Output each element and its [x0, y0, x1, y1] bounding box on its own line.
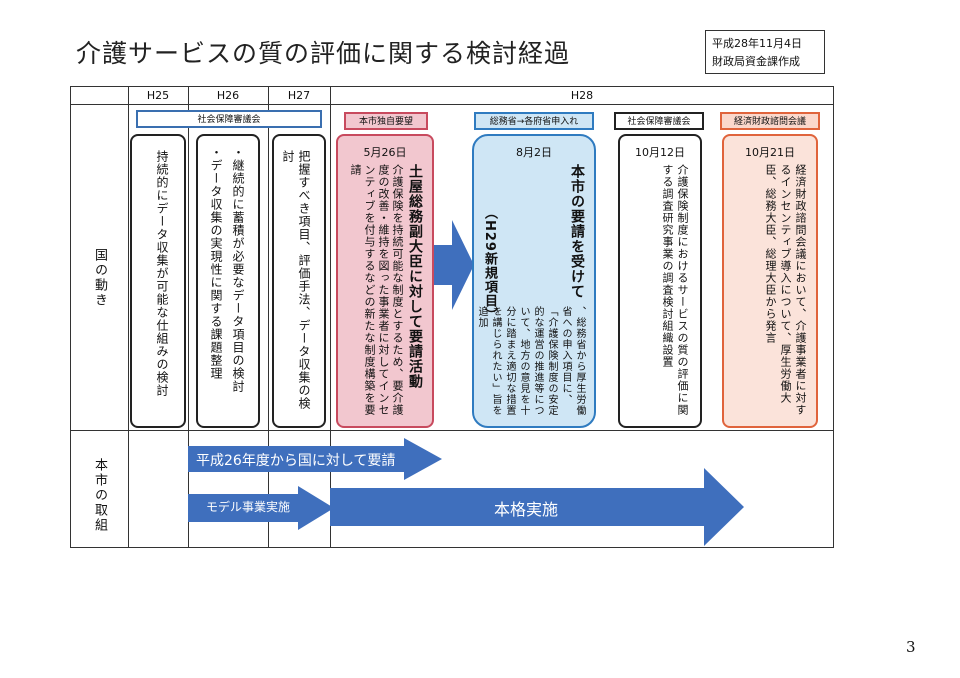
row-divider	[70, 430, 834, 431]
arrow-request-shape	[188, 438, 442, 480]
arrow-full-shape	[330, 468, 744, 546]
card-h26-item-1: ・継続的に蓄積が必要なデータ項目の検討	[231, 146, 245, 393]
label-shakai-hoshou-1: 社会保障審議会	[136, 110, 322, 128]
card-shakai-body: 介護保険制度におけるサービスの質の評価に関する調査研究事業の調査検討組織設置	[661, 164, 689, 416]
card-h27: 把握すべき項目、評価手法、データ収集の検討	[272, 134, 326, 428]
col-header-h28: H28	[570, 89, 594, 102]
timeline-table	[70, 86, 834, 548]
card-h26: ・継続的に蓄積が必要なデータ項目の検討 ・データ収集の実現性に関する課題整理	[196, 134, 260, 428]
arrow-full-label: 本格実施	[494, 500, 559, 519]
label-honshi-yobo: 本市独自要望	[344, 112, 428, 130]
card-keizai-date: 10月21日	[745, 146, 795, 159]
card-keizai: 10月21日 経済財政諮問会議において、介護事業者に対するインセンティブ導入につ…	[722, 134, 818, 428]
card-shakai-hoshou: 10月12日 介護保険制度におけるサービスの質の評価に関する調査研究事業の調査検…	[618, 134, 702, 428]
col-divider-h26	[268, 86, 269, 548]
header-divider	[70, 104, 834, 105]
author-line: 財政局資金課作成	[712, 55, 800, 68]
label-keizai: 経済財政諮問会議	[720, 112, 820, 130]
row-label-national: 国の動き	[92, 248, 107, 308]
card-somu-heading: 本市の要請を受けて	[569, 164, 585, 299]
row-label-city: 本市の取組	[92, 458, 107, 533]
col-divider-label	[128, 86, 129, 548]
transition-arrow-icon	[434, 220, 474, 310]
card-somu-new-item: （H29新規項目）	[482, 206, 497, 322]
page-title: 介護サービスの質の評価に関する検討経過	[76, 39, 571, 68]
card-somu-body: 、総務省から厚生労働省への申入項目に、「介護保険制度の安定的な運営の推進等につい…	[476, 306, 585, 416]
card-honshi-heading: 土屋総務副大臣に対して要請活動	[407, 164, 423, 389]
label-shakai-hoshou-2: 社会保障審議会	[614, 112, 704, 130]
card-somusho: 8月2日 本市の要請を受けて 、総務省から厚生労働省への申入項目に、「介護保険制…	[472, 134, 596, 428]
card-h27-text: 把握すべき項目、評価手法、データ収集の検討	[281, 150, 311, 410]
col-header-h26: H26	[216, 89, 240, 102]
label-somusho: 総務省→各府省申入れ	[474, 112, 594, 130]
card-shakai-date: 10月12日	[635, 146, 685, 159]
arrow-request-label: 平成26年度から国に対して要請	[196, 453, 396, 469]
card-h25-text: 持続的にデータ収集が可能な仕組みの検討	[155, 150, 169, 397]
card-honshi-date: 5月26日	[363, 146, 407, 159]
card-honshi-yobo: 5月26日 土屋総務副大臣に対して要請活動 介護保険を持続可能な制度とするため、…	[336, 134, 434, 428]
col-divider-h25	[188, 86, 189, 548]
page-number: 3	[906, 638, 916, 656]
col-divider-h27	[330, 86, 331, 548]
col-header-h27: H27	[287, 89, 311, 102]
col-header-h25: H25	[146, 89, 170, 102]
arrow-model-shape	[188, 486, 334, 530]
date-line: 平成28年11月4日	[712, 37, 802, 50]
card-h25: 持続的にデータ収集が可能な仕組みの検討	[130, 134, 186, 428]
date-box: 平成28年11月4日 財政局資金課作成	[705, 30, 825, 74]
card-h26-item-2: ・データ収集の実現性に関する課題整理	[209, 146, 223, 380]
card-honshi-body: 介護保険を持続可能な制度とするため、要介護度の改善・維持を図った事業者に対してイ…	[349, 164, 404, 416]
card-keizai-body: 経済財政諮問会議において、介護事業者に対するインセンティブ導入について、厚生労働…	[764, 164, 807, 416]
arrow-model-label: モデル事業実施	[206, 500, 291, 514]
card-somu-date: 8月2日	[516, 146, 552, 159]
